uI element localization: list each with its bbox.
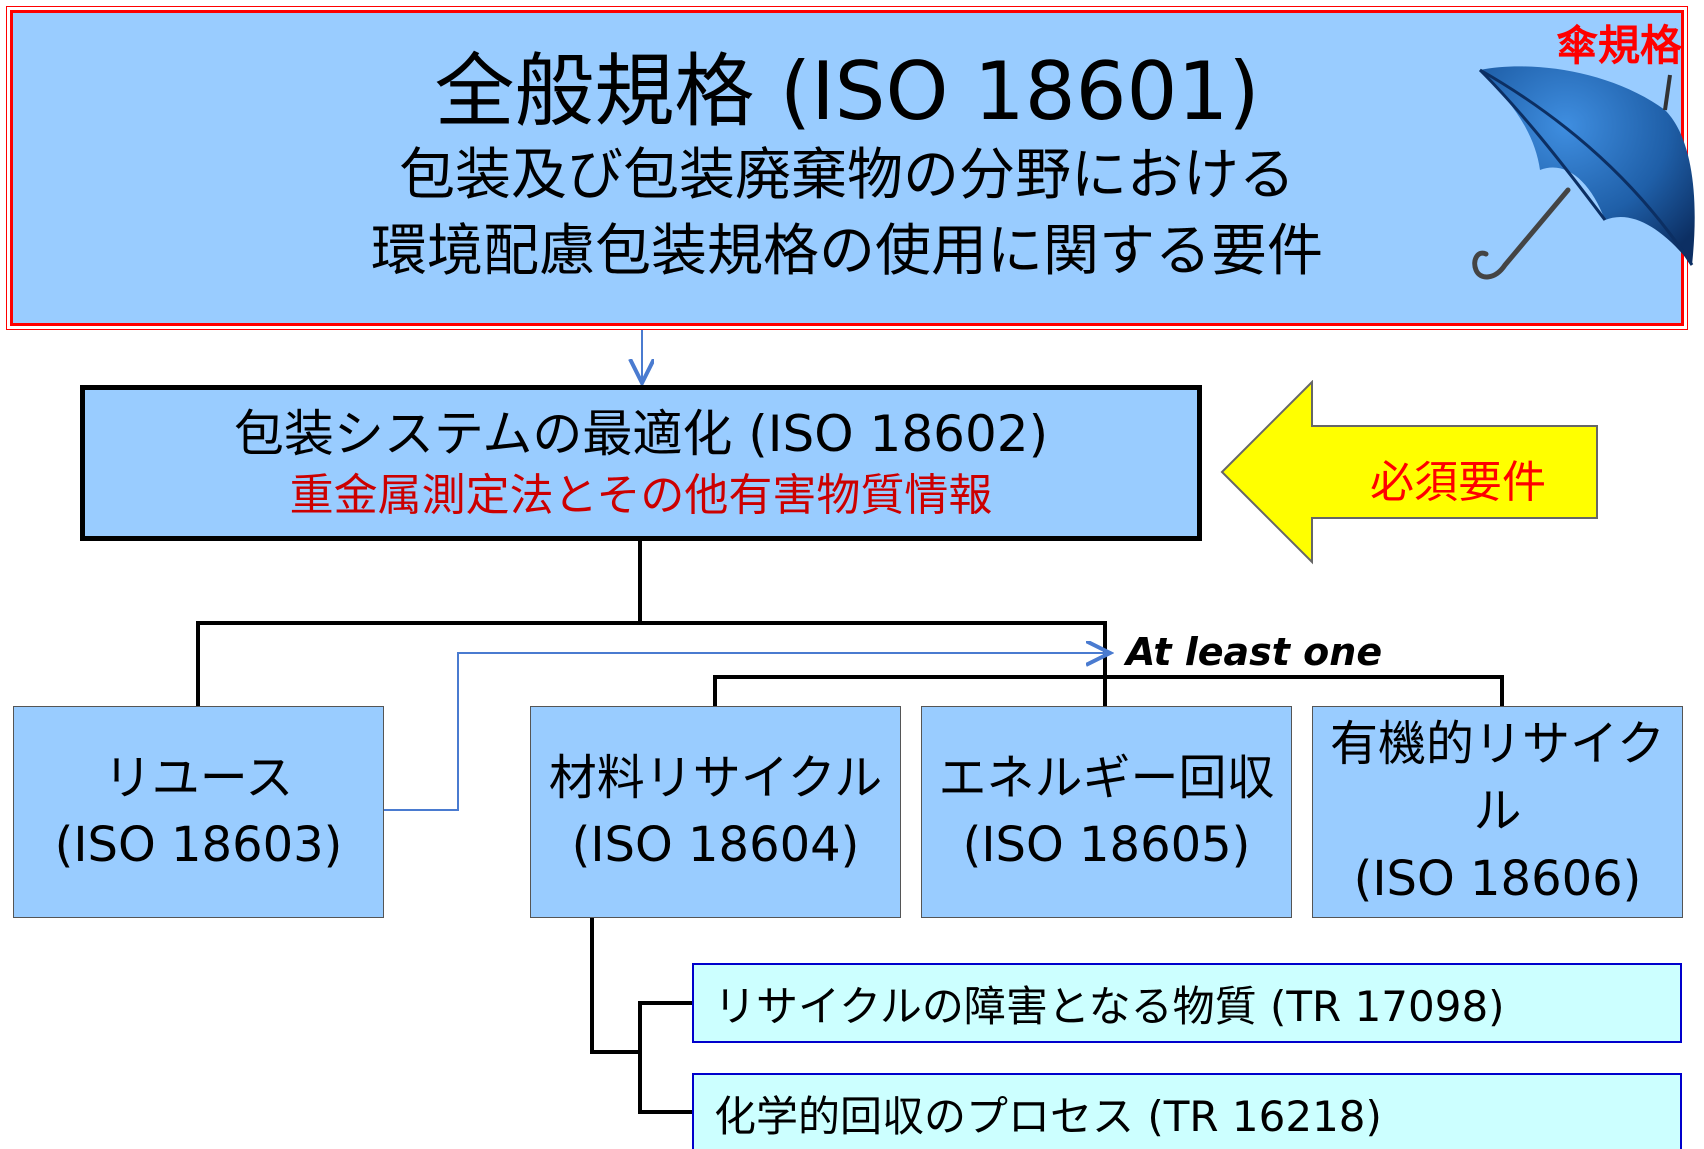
reuse-box: リユース (ISO 18603) bbox=[13, 706, 384, 918]
branch-line bbox=[196, 621, 1107, 706]
tr-tree-line bbox=[590, 918, 640, 1054]
tr-recycling-obstacles-box: リサイクルの障害となる物質 (TR 17098) bbox=[692, 963, 1682, 1043]
standard-code: (ISO 18605) bbox=[962, 817, 1251, 873]
tr-bracket-line bbox=[638, 1001, 692, 1114]
standard-name: 有機的リサイクル bbox=[1329, 716, 1666, 840]
material-recycling-box: 材料リサイクル (ISO 18604) bbox=[530, 706, 901, 918]
standard-code: (ISO 18606) bbox=[1353, 850, 1642, 907]
reuse-connector-arrow bbox=[384, 653, 1110, 811]
required-arrow-icon bbox=[1220, 380, 1598, 565]
tr-label: 化学的回収のプロセス (TR 16218) bbox=[714, 1091, 1382, 1141]
standard-name: エネルギー回収 bbox=[938, 749, 1275, 806]
energy-recovery-box: エネルギー回収 (ISO 18605) bbox=[921, 706, 1292, 918]
umbrella-standard-label: 傘規格 bbox=[1555, 21, 1682, 70]
organic-recycling-box: 有機的リサイクル (ISO 18606) bbox=[1312, 706, 1683, 918]
general-standard-line3: 環境配慮包装規格の使用に関する要件 bbox=[371, 219, 1323, 284]
optimization-box: 包装システムの最適化 (ISO 18602) 重金属測定法とその他有害物質情報 bbox=[80, 385, 1202, 541]
required-label: 必須要件 bbox=[1370, 457, 1546, 508]
general-standard-line2: 包装及び包装廃棄物の分野における bbox=[399, 143, 1295, 209]
standard-code: (ISO 18603) bbox=[54, 817, 343, 873]
tr-label: リサイクルの障害となる物質 (TR 17098) bbox=[714, 981, 1505, 1031]
umbrella-icon bbox=[1472, 66, 1695, 280]
standard-name: 材料リサイクル bbox=[548, 749, 883, 806]
standard-code: (ISO 18604) bbox=[571, 817, 860, 873]
general-standard-title: 全般規格 (ISO 18601) bbox=[434, 45, 1260, 139]
at-least-one-label: At least one bbox=[1126, 630, 1383, 674]
optimization-subtitle: 重金属測定法とその他有害物質情報 bbox=[289, 469, 993, 521]
general-standard-box: 全般規格 (ISO 18601) 包装及び包装廃棄物の分野における 環境配慮包装… bbox=[6, 6, 1688, 330]
optimization-title: 包装システムの最適化 (ISO 18602) bbox=[233, 404, 1049, 463]
standard-name: リユース bbox=[103, 749, 294, 806]
tr-chemical-recovery-box: 化学的回収のプロセス (TR 16218) bbox=[692, 1073, 1682, 1149]
at-least-one-bracket bbox=[713, 675, 1504, 706]
